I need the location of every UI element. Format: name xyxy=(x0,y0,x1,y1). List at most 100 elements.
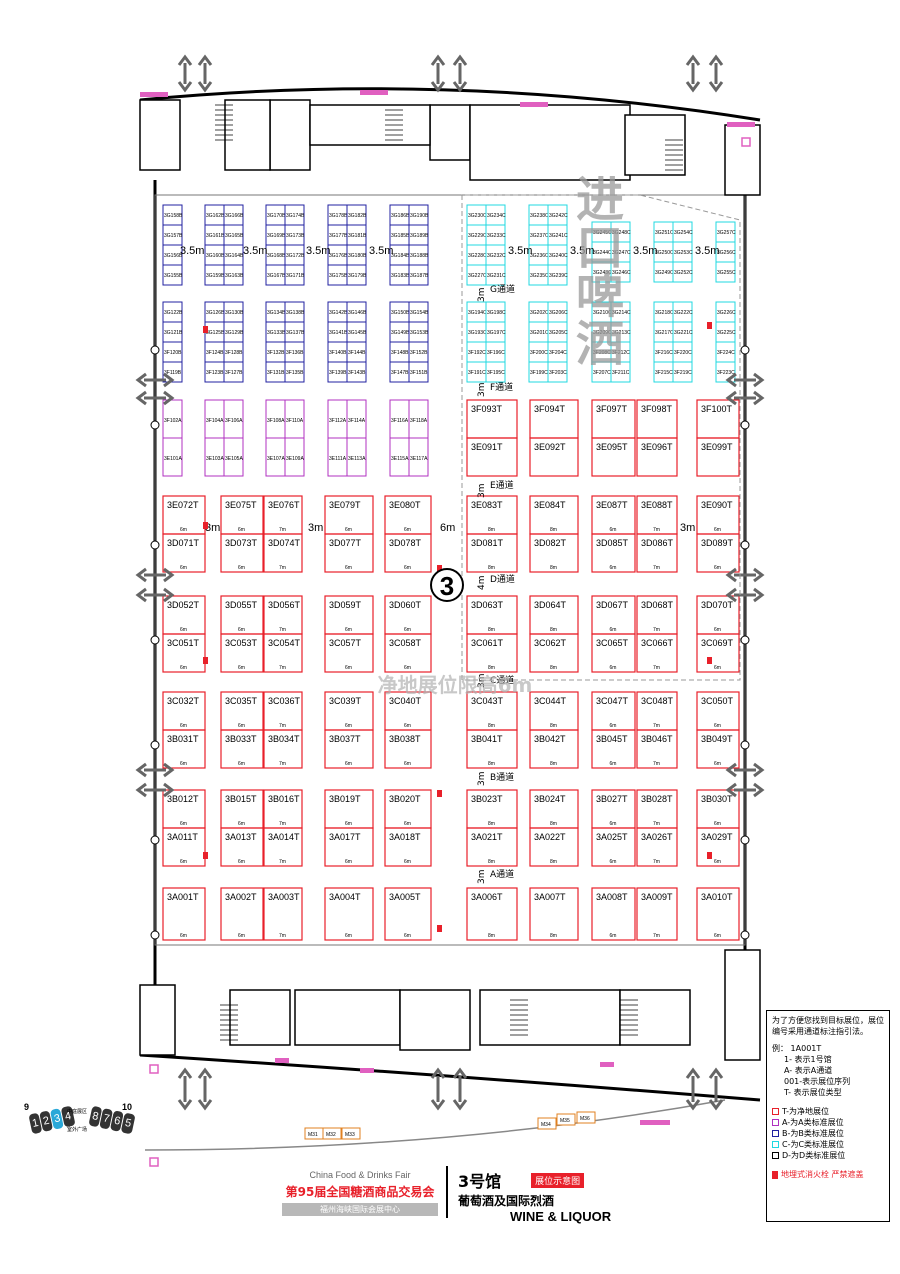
a-booth-label: 3F110A xyxy=(286,418,304,424)
meeting-room xyxy=(537,1117,557,1130)
t-booth-label: 3C044T xyxy=(534,696,567,706)
t-booth-label: 3C040T xyxy=(389,696,422,706)
b-booth-label: 3G168B xyxy=(267,253,286,259)
t-booth xyxy=(384,887,432,941)
t-booth-dim: 6m xyxy=(404,859,411,865)
gap-label: 3m xyxy=(477,674,487,689)
t-booth-dim: 6m xyxy=(610,859,617,865)
t-booth xyxy=(696,533,740,573)
b-booth-label: 3G163B xyxy=(225,273,244,279)
c-booth-label: 3G197C xyxy=(487,330,506,336)
t-booth xyxy=(263,533,303,573)
t-booth xyxy=(466,633,518,673)
c-booth-label: 3G235C xyxy=(530,273,549,279)
t-booth xyxy=(324,633,374,673)
t-booth-dim: 6m xyxy=(238,723,245,729)
gap-label: 3m xyxy=(477,484,487,499)
t-booth-label: 3B042T xyxy=(534,734,566,744)
purple-swatch-icon xyxy=(772,1119,779,1126)
t-booth-label: 3E096T xyxy=(641,442,673,452)
meeting-room-label: M31 xyxy=(308,1132,318,1138)
c-booth xyxy=(610,361,631,383)
hydrant-icon xyxy=(437,790,442,797)
a-booth xyxy=(346,437,367,477)
meeting-room-label: M32 xyxy=(326,1132,336,1138)
t-booth-label: 3C036T xyxy=(268,696,301,706)
b-booth-label: 3G150B xyxy=(391,310,410,316)
arrow-head xyxy=(430,54,446,66)
column-marker xyxy=(150,420,160,430)
t-booth-label: 3E075T xyxy=(225,500,257,510)
t-booth-dim: 6m xyxy=(404,665,411,671)
t-booth-label: 3D086T xyxy=(641,538,674,548)
north-wall xyxy=(139,87,761,122)
north-building-block xyxy=(269,99,311,171)
c-booth-label: 3G256C xyxy=(717,250,736,256)
floor-marks xyxy=(135,54,765,1167)
t-booth-dim: 6m xyxy=(714,723,721,729)
t-booth-dim: 6m xyxy=(180,761,187,767)
t-booth-label: 3B049T xyxy=(701,734,733,744)
b-booth-label: 3G154B xyxy=(410,310,429,316)
t-booth xyxy=(529,437,579,477)
t-booth xyxy=(162,729,206,769)
t-booth-label: 3B045T xyxy=(596,734,628,744)
exit-arrow-icon xyxy=(177,54,193,93)
t-booth-dim: 6m xyxy=(238,933,245,939)
c-booth xyxy=(672,361,693,383)
t-booth-label: 3B031T xyxy=(167,734,199,744)
arrow-head xyxy=(753,782,765,798)
b-booth-label: 3G146B xyxy=(348,310,367,316)
t-booth-dim: 6m xyxy=(714,665,721,671)
b-booth-label: 3F140B xyxy=(329,350,347,356)
t-booth-dim: 6m xyxy=(345,565,352,571)
t-booth-label: 3A021T xyxy=(471,832,503,842)
c-booth-label: 3G245C xyxy=(593,230,612,236)
b-booth-label: 3F152B xyxy=(410,350,428,356)
black-swatch-icon xyxy=(772,1152,779,1159)
gap-label: 3m xyxy=(477,288,487,303)
t-booth-label: 3B037T xyxy=(329,734,361,744)
t-booth-dim: 6m xyxy=(180,665,187,671)
locator-num: 10 xyxy=(122,1102,133,1112)
t-booth-dim: 6m xyxy=(180,565,187,571)
north-building-block xyxy=(139,99,181,171)
t-booth-label: 3D056T xyxy=(268,600,301,610)
arrow-head xyxy=(135,587,147,603)
b-booth xyxy=(408,264,429,286)
t-booth-dim: 6m xyxy=(238,527,245,533)
t-booth-dim: 8m xyxy=(550,565,557,571)
hydrant-icon xyxy=(203,657,208,664)
c-booth-label: 3G243C xyxy=(593,270,612,276)
legend-line: T- 表示展位类型 xyxy=(784,1088,842,1097)
c-booth-label: 3F208C xyxy=(593,350,611,356)
t-booth-label: 3B041T xyxy=(471,734,503,744)
t-booth-dim: 7m xyxy=(653,933,660,939)
c-booth-label: 3F207C xyxy=(593,370,611,376)
exit-arrow-icon xyxy=(430,54,446,93)
b-booth xyxy=(223,264,244,286)
column-marker xyxy=(740,740,750,750)
hydrant-icon xyxy=(707,852,712,859)
t-booth-dim: 6m xyxy=(610,723,617,729)
entrance-strip xyxy=(275,1058,289,1063)
t-booth-dim: 7m xyxy=(279,821,286,827)
arrow-head xyxy=(163,587,175,603)
c-booth-label: 3G217C xyxy=(655,330,674,336)
c-booth-label: 3G255C xyxy=(717,270,736,276)
b-booth-label: 3F147B xyxy=(391,370,409,376)
t-booth-label: 3A002T xyxy=(225,892,257,902)
arrow-head xyxy=(177,1067,193,1079)
hall-number-badge: 3 xyxy=(430,568,464,602)
t-booth-dim: 8m xyxy=(488,933,495,939)
c-booth-label: 3G238C xyxy=(530,213,549,219)
exit-arrow-icon xyxy=(177,1067,193,1111)
t-booth-dim: 8m xyxy=(550,723,557,729)
entry-marker-icon xyxy=(149,1064,159,1074)
t-booth-dim: 7m xyxy=(279,933,286,939)
t-booth-dim: 6m xyxy=(238,627,245,633)
t-booth-dim: 6m xyxy=(345,761,352,767)
column-marker xyxy=(150,930,160,940)
t-booth xyxy=(466,729,518,769)
